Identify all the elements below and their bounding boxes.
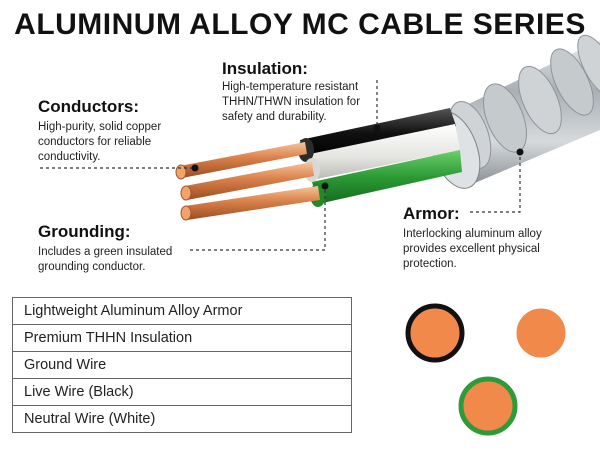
insulation-pointer-dot	[373, 124, 381, 132]
insulation-title: Insulation:	[222, 59, 308, 78]
features-table: Lightweight Aluminum Alloy Armor Premium…	[12, 297, 352, 433]
conductors-description: High-purity, solid copper conductors for…	[38, 120, 161, 165]
insulation-description: High-temperature resistant THHN/THWN ins…	[222, 80, 360, 125]
armor-description: Interlocking aluminum alloy provides exc…	[403, 227, 542, 272]
wire-cross-sections	[405, 303, 571, 436]
feature-cell: Premium THHN Insulation	[12, 324, 352, 352]
feature-cell: Ground Wire	[12, 351, 352, 379]
table-row: Lightweight Aluminum Alloy Armor	[12, 297, 352, 325]
leader-lines	[40, 80, 521, 251]
armor-line: protection.	[403, 258, 457, 270]
armor-title: Armor:	[403, 204, 460, 223]
grounding-line: Includes a green insulated	[38, 246, 173, 258]
conductors-pointer-dot	[191, 164, 199, 172]
ground-wire-cross-section	[458, 376, 518, 436]
conductors-line: conductors for reliable	[38, 136, 152, 148]
table-row: Ground Wire	[12, 351, 352, 379]
insulation-line: safety and durability.	[222, 111, 327, 123]
insulated-conductors	[298, 108, 462, 207]
conductors-line: High-purity, solid copper	[38, 121, 162, 133]
table-row: Neutral Wire (White)	[12, 405, 352, 433]
grounding-pointer-dot	[321, 182, 329, 190]
feature-cell: Neutral Wire (White)	[12, 405, 352, 433]
feature-cell: Live Wire (Black)	[12, 378, 352, 406]
insulation-line: High-temperature resistant	[222, 81, 359, 93]
conductors-title: Conductors:	[38, 97, 140, 116]
armor-line: provides excellent physical	[403, 243, 540, 255]
grounding-description: Includes a green insulated grounding con…	[38, 245, 172, 275]
copper-conductors	[175, 142, 320, 221]
page-title: ALUMINUM ALLOY MC CABLE SERIES	[14, 8, 586, 41]
insulation-line: THHN/THWN insulation for	[222, 96, 361, 108]
feature-cell: Lightweight Aluminum Alloy Armor	[12, 297, 352, 325]
neutral-wire-cross-section	[511, 303, 571, 363]
grounding-line: grounding conductor.	[38, 261, 146, 273]
conductors-line: conductivity.	[38, 151, 101, 163]
table-row: Premium THHN Insulation	[12, 324, 352, 352]
armor-pointer-dot	[516, 148, 524, 156]
armor-line: Interlocking aluminum alloy	[403, 228, 542, 240]
table-row: Live Wire (Black)	[12, 378, 352, 406]
live-wire-cross-section	[405, 303, 465, 363]
grounding-title: Grounding:	[38, 222, 131, 241]
